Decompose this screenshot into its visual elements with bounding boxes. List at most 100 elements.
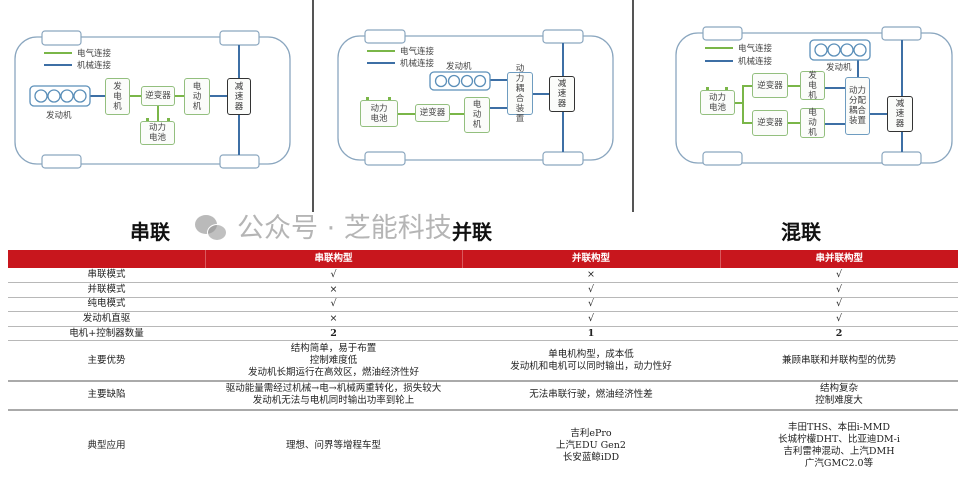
header-parallel: 并联构型 [461,250,720,268]
cell: 单电机构型，成本低发动机和电机可以同时输出，动力性好 [462,340,720,382]
cell-line: 广汽GMC2.0等 [804,458,874,470]
cell: 1 [462,326,720,342]
cell-line: 无法串联行驶，燃油经济性差 [529,389,653,401]
inverter-box: 逆变器 [141,86,175,106]
diagram-lines [14,26,953,169]
inverter-box-1: 逆变器 [752,73,788,98]
inverter-box: 逆变器 [415,104,450,122]
legend-electric-label: 电气连接 [738,44,773,54]
row-label: 主要缺陷 [8,380,205,411]
wechat-icon [195,215,229,243]
cell: 驱动能量需经过机械→电→机械两重转化，损失较大发动机无法与电机同时输出功率到轮上 [205,380,462,411]
row-label: 典型应用 [87,440,126,452]
hybrid-title: 混联 [781,220,821,244]
row-label: 串联模式 [8,268,205,284]
cell: 理想、问界等增程车型 [205,410,462,482]
watermark-text: 公众号 · 芝能科技 [237,213,452,244]
comparison-table: 串联构型 并联构型 串并联构型 串联模式√×√并联模式×√√纯电模式√√√发动机… [8,250,958,482]
table-header: 串联构型 并联构型 串并联构型 [8,250,958,268]
cell-line: 吉利ePro [570,428,612,440]
cell: 结构复杂控制难度大 [720,380,958,411]
battery-box: 动力电池 [360,100,398,127]
cell: √ [720,297,958,313]
table-row-disadvantages: 主要缺陷驱动能量需经过机械→电→机械两重转化，损失较大发动机无法与电机同时输出功… [8,380,958,411]
reducer-box: 减速器 [549,76,575,112]
generator-box: 发电机 [800,71,825,101]
engine-label: 发动机 [826,63,852,73]
cell-line: 兼顾串联和并联构型的优势 [781,354,896,366]
table-row: 纯电模式√√√ [8,297,958,313]
cell-line: 长安蓝鲸iDD [562,452,620,464]
row-label: 主要优势 [8,340,205,382]
cell-line: 控制难度大 [815,395,863,407]
cell-line: 结构复杂 [819,383,858,395]
divider [632,0,634,212]
reducer-box: 减速器 [227,78,251,115]
cell-line: 吉利雷神混动、上汽DMH [783,446,895,458]
cell-line: 上汽EDU Gen2 [556,440,626,452]
cell: 无法串联行驶，燃油经济性差 [462,380,720,411]
cell: √ [720,311,958,327]
coupler-box: 动力耦合装置 [507,64,533,124]
cell: 2 [205,326,462,342]
cell-line: 丰田THS、本田i-MMD [788,422,890,434]
cell: √ [462,282,720,298]
battery-box: 动力电池 [140,121,175,145]
power-split-box: 动力分配耦合装置 [845,77,870,135]
legend-electric-label: 电气连接 [77,49,112,59]
row-label: 纯电模式 [8,297,205,313]
reducer-box: 减速器 [887,96,913,132]
cell-line: 理想、问界等增程车型 [285,440,381,452]
cell: √ [462,311,720,327]
engine-label: 发动机 [446,62,472,72]
series-title: 串联 [130,220,170,244]
cell: 结构简单，易于布置控制难度低发动机长期运行在高效区，燃油经济性好 [205,340,462,382]
cell: × [205,282,462,298]
inverter-box-2: 逆变器 [752,110,788,136]
row-label: 发动机直驱 [8,311,205,327]
header-series-parallel: 串并联构型 [719,250,958,268]
cell: √ [720,268,958,284]
cell: √ [205,268,462,284]
battery-box: 动力电池 [700,90,735,115]
parallel-title: 并联 [452,220,492,244]
cell-line: 驱动能量需经过机械→电→机械两重转化，损失较大 [225,383,442,395]
header-empty [8,250,205,268]
motor-box: 电动机 [184,78,210,115]
generator-box: 发电机 [105,78,130,115]
cell-line: 单电机构型，成本低 [548,348,634,360]
cell: × [462,268,720,284]
legend-mechanical-label: 机械连接 [738,57,773,67]
cell: 兼顾串联和并联构型的优势 [720,340,958,382]
cell-line: 控制难度低 [309,354,358,366]
row-label: 并联模式 [8,282,205,298]
table-row: 发动机直驱×√√ [8,311,958,327]
table-row: 串联模式√×√ [8,268,958,284]
table-row-advantages: 主要优势结构简单，易于布置控制难度低发动机长期运行在高效区，燃油经济性好单电机构… [8,340,958,382]
cell-line: 长城柠檬DHT、比亚迪DM-i [778,434,900,446]
cell-line: 结构简单，易于布置 [290,342,377,354]
watermark: 公众号 · 芝能科技 [195,214,452,244]
table-row: 并联模式×√√ [8,282,958,298]
cell-line: 发动机无法与电机同时输出功率到轮上 [252,395,415,407]
cell: 2 [720,326,958,342]
legend-mechanical-label: 机械连接 [400,59,435,69]
row-label: 电机+控制器数量 [8,326,205,342]
cell: √ [720,282,958,298]
header-series: 串联构型 [204,250,462,268]
cell-line: 发动机长期运行在高效区，燃油经济性好 [247,366,419,378]
motor-box: 电动机 [464,97,490,133]
divider [312,0,314,212]
cell: × [205,311,462,327]
legend-mechanical-label: 机械连接 [77,61,112,71]
cell: √ [462,297,720,313]
cell-line: 发动机和电机可以同时输出，动力性好 [510,360,672,372]
cell: √ [205,297,462,313]
motor-box: 电动机 [800,108,825,138]
legend-electric-label: 电气连接 [400,47,435,57]
engine-label: 发动机 [46,111,72,121]
